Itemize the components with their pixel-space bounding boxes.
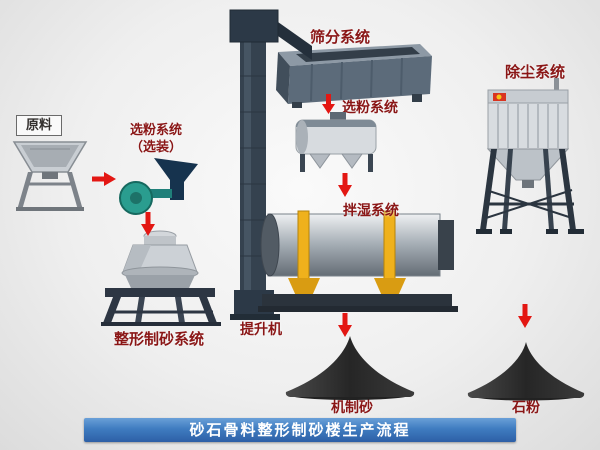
- title-banner: 砂石骨料整形制砂楼生产流程: [84, 418, 516, 442]
- screening-machine-illustration: [262, 44, 434, 112]
- wet-mixing-label: 拌湿系统: [343, 203, 399, 219]
- machine-made-sand-pile-illustration: [282, 334, 418, 406]
- optional-classifier-label: 选粉系统 （选装）: [114, 122, 198, 156]
- wet-mixing-drum-illustration: [258, 196, 458, 318]
- optional-classifier-label-line1: 选粉系统: [129, 123, 182, 138]
- wet-mixing-drum-icon: [258, 210, 458, 312]
- dust-collector-illustration: [474, 78, 586, 252]
- optional-classifier-label-line2: （选装）: [129, 140, 182, 155]
- raw-material-feeder-icon: [12, 141, 88, 211]
- classifier-label: 选粉系统: [342, 100, 398, 116]
- screening-machine-icon: [276, 44, 432, 108]
- arrow-classifier-to-crusher-icon: [141, 212, 155, 240]
- raw-material-feeder-illustration: [8, 136, 92, 220]
- shaping-crusher-icon: [101, 230, 221, 326]
- machine-made-sand-label: 机制砂: [331, 400, 373, 416]
- shaping-crusher-illustration: [95, 228, 225, 332]
- screening-label: 筛分系统: [310, 28, 371, 46]
- arrow-classifier-to-mixer-icon: [338, 173, 352, 201]
- classifier-machine-icon: [295, 112, 377, 172]
- arrow-raw-to-classifier-icon: [92, 171, 116, 190]
- dust-collector-icon: [476, 78, 584, 234]
- arrow-collector-to-powder-icon: [518, 304, 532, 332]
- bucket-elevator-label: 提升机: [240, 322, 282, 338]
- machine-made-sand-pile-icon: [285, 336, 415, 400]
- raw-material-label: 原料: [16, 115, 63, 136]
- optional-classifier-icon: [119, 158, 198, 215]
- shaping-system-label: 整形制砂系统: [114, 330, 205, 348]
- classifier-machine-illustration: [292, 112, 380, 178]
- stone-powder-pile-icon: [467, 342, 585, 401]
- arrow-mixer-to-sand-icon: [338, 313, 352, 341]
- stone-powder-pile-illustration: [464, 340, 588, 406]
- dust-removal-label: 除尘系统: [505, 63, 566, 81]
- arrow-screening-to-classifier-icon: [322, 94, 335, 118]
- optional-classifier-illustration: [112, 158, 200, 222]
- stone-powder-label: 石粉: [512, 400, 540, 416]
